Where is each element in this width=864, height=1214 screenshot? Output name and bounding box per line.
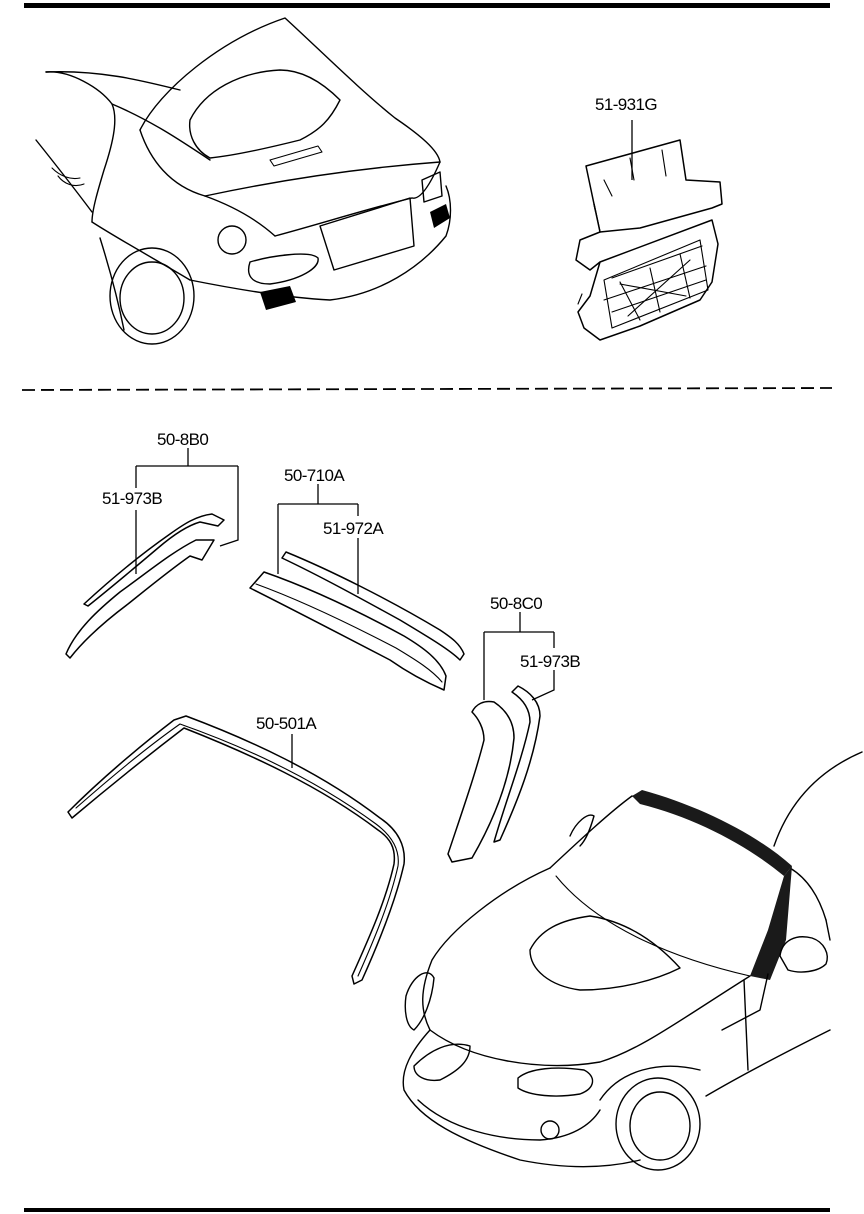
part-label-51-972A: 51-972A	[323, 519, 384, 538]
top-border	[24, 3, 830, 8]
part-label-50-501A: 50-501A	[256, 714, 317, 733]
part-50-710A-illustration	[249, 551, 465, 691]
part-50-8C0-illustration	[447, 685, 541, 863]
part-label-51-973B-left: 51-973B	[102, 489, 162, 508]
part-label-51-931G: 51-931G	[595, 95, 657, 114]
bottom-border	[24, 1208, 830, 1212]
section-divider	[21, 387, 833, 391]
part-50-501A-illustration	[67, 715, 406, 985]
part-label-50-8B0: 50-8B0	[157, 430, 208, 449]
front-car-illustration	[402, 751, 863, 1171]
part-51-931G-illustration	[575, 139, 723, 341]
part-label-51-973B-right: 51-973B	[520, 652, 580, 671]
leader-lines	[135, 120, 633, 768]
part-label-50-8C0: 50-8C0	[490, 594, 542, 613]
rear-car-illustration	[35, 17, 452, 345]
part-label-50-710A: 50-710A	[284, 466, 345, 485]
part-50-8B0-illustration	[65, 513, 225, 659]
